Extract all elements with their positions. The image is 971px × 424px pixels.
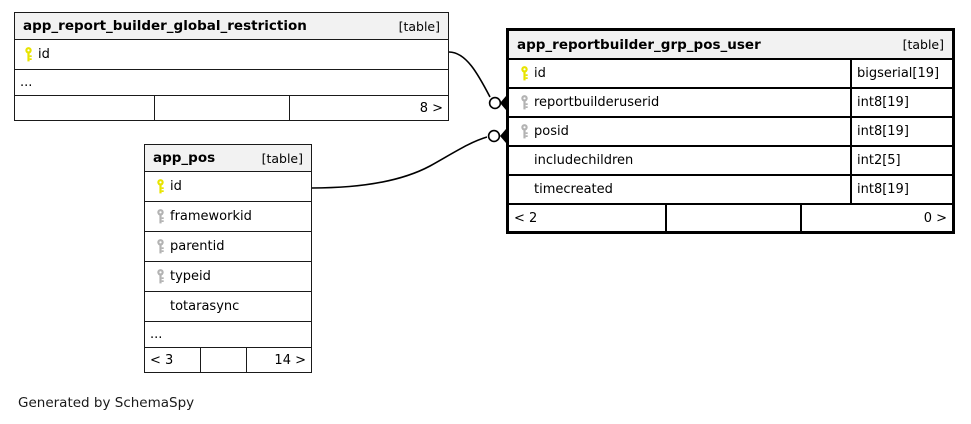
column-name: frameworkid bbox=[170, 209, 252, 224]
foreign-key-icon bbox=[515, 124, 534, 139]
column-type: int2[5] bbox=[850, 147, 952, 174]
more-columns-ellipsis: ... bbox=[15, 70, 448, 96]
column-type: int8[19] bbox=[850, 118, 952, 145]
table-row[interactable]: reportbuilderuserid int8[19] bbox=[509, 89, 952, 118]
table-app-report-builder-global-restriction[interactable]: app_report_builder_global_restriction [t… bbox=[14, 12, 449, 121]
column-cell: id bbox=[145, 172, 311, 201]
more-columns-ellipsis: ... bbox=[145, 322, 311, 348]
table-row[interactable]: id bigserial[19] bbox=[509, 60, 952, 89]
footer-middle-count bbox=[201, 348, 247, 372]
table-row[interactable]: timecreated int8[19] bbox=[509, 176, 952, 205]
column-name: timecreated bbox=[534, 182, 613, 197]
footer-middle-count bbox=[155, 96, 290, 120]
footer-right-count[interactable]: 0 > bbox=[923, 210, 947, 226]
table-row[interactable]: frameworkid bbox=[145, 202, 311, 232]
footer-left-count[interactable]: < 2 bbox=[509, 205, 667, 231]
table-row[interactable]: includechildren int2[5] bbox=[509, 147, 952, 176]
column-name: includechildren bbox=[534, 153, 634, 168]
ellipsis-label: ... bbox=[150, 327, 163, 342]
table-type-tag: [table] bbox=[398, 18, 440, 34]
table-row[interactable]: id bbox=[15, 40, 448, 70]
generated-by-credit: Generated by SchemaSpy bbox=[18, 395, 195, 411]
table-header[interactable]: app_pos [table] bbox=[145, 145, 311, 172]
column-cell: parentid bbox=[145, 232, 311, 261]
column-name: posid bbox=[534, 124, 569, 139]
table-name: app_reportbuilder_grp_pos_user bbox=[517, 36, 761, 53]
primary-key-icon bbox=[515, 66, 534, 81]
table-header[interactable]: app_report_builder_global_restriction [t… bbox=[15, 13, 448, 40]
table-row[interactable]: totarasync bbox=[145, 292, 311, 322]
column-name: reportbuilderuserid bbox=[534, 95, 660, 110]
table-footer: < 2 0 > bbox=[509, 205, 952, 231]
column-cell: reportbuilderuserid bbox=[509, 89, 850, 116]
table-app-pos[interactable]: app_pos [table] id bbox=[144, 144, 312, 373]
column-cell: includechildren bbox=[509, 147, 850, 174]
table-row[interactable]: id bbox=[145, 172, 311, 202]
table-name: app_report_builder_global_restriction bbox=[23, 18, 307, 34]
footer-left-count[interactable]: < 3 bbox=[145, 348, 201, 372]
foreign-key-icon bbox=[151, 209, 170, 224]
column-name: id bbox=[38, 47, 50, 62]
ellipsis-label: ... bbox=[20, 75, 33, 90]
foreign-key-icon bbox=[151, 239, 170, 254]
connector-circle-end bbox=[488, 96, 502, 110]
table-type-tag: [table] bbox=[261, 150, 303, 166]
table-row[interactable]: posid int8[19] bbox=[509, 118, 952, 147]
column-type: int8[19] bbox=[850, 176, 952, 203]
table-type-tag: [table] bbox=[902, 37, 944, 52]
table-header[interactable]: app_reportbuilder_grp_pos_user [table] bbox=[509, 31, 952, 60]
column-cell: timecreated bbox=[509, 176, 850, 203]
primary-key-icon bbox=[151, 179, 170, 194]
column-type: bigserial[19] bbox=[850, 60, 952, 87]
column-cell: totarasync bbox=[145, 292, 311, 321]
relationship-line-apppos bbox=[311, 129, 506, 189]
column-name: id bbox=[170, 179, 182, 194]
footer-left-count[interactable] bbox=[15, 96, 155, 120]
primary-key-icon bbox=[19, 47, 38, 62]
table-row[interactable]: typeid bbox=[145, 262, 311, 292]
column-cell: id bbox=[15, 40, 448, 69]
foreign-key-icon bbox=[151, 269, 170, 284]
column-cell: posid bbox=[509, 118, 850, 145]
column-cell: typeid bbox=[145, 262, 311, 291]
table-name: app_pos bbox=[153, 150, 216, 166]
column-name: id bbox=[534, 66, 546, 81]
column-cell: id bbox=[509, 60, 850, 87]
column-cell: frameworkid bbox=[145, 202, 311, 231]
column-type: int8[19] bbox=[850, 89, 952, 116]
table-footer: < 3 14 > bbox=[145, 348, 311, 372]
table-app-reportbuilder-grp-pos-user[interactable]: app_reportbuilder_grp_pos_user [table] i… bbox=[506, 28, 955, 234]
footer-middle-count bbox=[667, 205, 802, 231]
column-name: typeid bbox=[170, 269, 211, 284]
footer-right-count[interactable]: 14 > bbox=[274, 352, 306, 368]
foreign-key-icon bbox=[515, 95, 534, 110]
table-row[interactable]: parentid bbox=[145, 232, 311, 262]
footer-right-count[interactable]: 8 > bbox=[419, 100, 443, 116]
relationship-line-restriction bbox=[448, 51, 506, 110]
column-name: totarasync bbox=[170, 299, 240, 314]
connector-circle-end bbox=[487, 129, 501, 143]
table-footer: 8 > bbox=[15, 96, 448, 120]
column-name: parentid bbox=[170, 239, 225, 254]
